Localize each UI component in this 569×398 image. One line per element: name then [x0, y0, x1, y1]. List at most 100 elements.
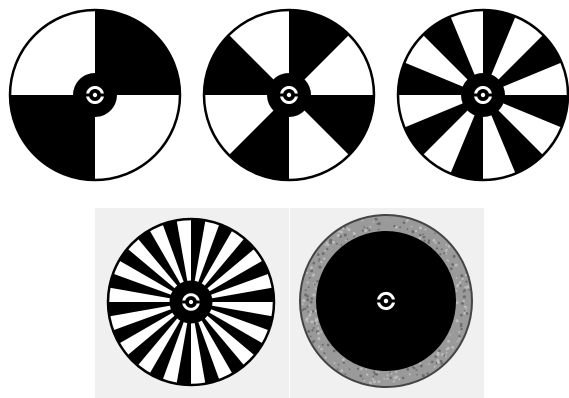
- rim-speck: [378, 229, 380, 231]
- rim-speck: [317, 253, 320, 256]
- rim-speck: [310, 269, 313, 272]
- rim-speck: [443, 252, 445, 254]
- rim-speck: [460, 328, 462, 330]
- ring-gap: [86, 94, 90, 97]
- rim-speck: [320, 331, 322, 333]
- rim-speck: [312, 293, 315, 296]
- rim-speck: [311, 320, 314, 323]
- rim-speck: [362, 229, 364, 231]
- rim-speck: [458, 338, 460, 340]
- rim-speck: [326, 248, 328, 250]
- rim-speck: [448, 245, 451, 248]
- rim-speck: [308, 286, 310, 288]
- rim-speck: [345, 239, 347, 241]
- rim-speck: [463, 312, 466, 315]
- rim-speck: [462, 300, 464, 302]
- rim-speck: [406, 219, 408, 221]
- ring-gap: [294, 94, 298, 97]
- rim-speck: [461, 302, 464, 305]
- rim-speck: [367, 227, 369, 229]
- rim-speck: [303, 308, 305, 310]
- rim-speck: [312, 274, 315, 277]
- rim-speck: [307, 321, 309, 323]
- rim-speck: [366, 373, 368, 375]
- rim-speck: [342, 358, 345, 361]
- rim-speck: [333, 362, 335, 364]
- rim-speck: [341, 244, 343, 246]
- rim-speck: [368, 229, 370, 231]
- rim-speck: [361, 220, 363, 222]
- rim-speck: [304, 293, 307, 296]
- rim-speck: [466, 312, 469, 315]
- rim-speck: [447, 347, 450, 350]
- center-dot: [481, 93, 485, 97]
- rim-speck: [426, 372, 429, 375]
- rim-speck: [327, 244, 329, 246]
- rim-speck: [344, 234, 347, 237]
- rim-speck: [322, 252, 325, 255]
- rim-speck: [338, 364, 340, 366]
- rim-speck: [373, 380, 376, 383]
- rim-speck: [438, 242, 440, 244]
- disc-8-sectors: [202, 8, 376, 182]
- rim-speck: [338, 231, 340, 233]
- rim-speck: [460, 325, 462, 327]
- rim-speck: [463, 295, 466, 298]
- ring-gap: [488, 94, 492, 97]
- rim-speck: [428, 363, 430, 365]
- rim-speck: [387, 374, 389, 376]
- rim-speck: [419, 226, 422, 229]
- rim-speck: [369, 226, 371, 228]
- rim-speck: [406, 368, 409, 371]
- rim-speck: [353, 236, 355, 238]
- rim-speck: [357, 368, 359, 370]
- ring-gap: [100, 94, 104, 97]
- rim-speck: [465, 274, 467, 276]
- rim-speck: [309, 277, 311, 279]
- rim-speck: [456, 277, 458, 279]
- rim-speck: [455, 264, 458, 267]
- rim-speck: [318, 266, 321, 269]
- rim-speck: [451, 346, 454, 349]
- rim-speck: [436, 359, 439, 362]
- rim-speck: [310, 336, 312, 338]
- ring-gap: [196, 301, 200, 304]
- rim-speck: [318, 338, 320, 340]
- rim-speck: [315, 288, 317, 290]
- rim-speck: [449, 334, 451, 336]
- rim-speck: [420, 365, 423, 368]
- rim-speck: [309, 305, 311, 307]
- rim-speck: [329, 241, 332, 244]
- rim-speck: [345, 373, 347, 375]
- rim-speck: [318, 346, 320, 348]
- rim-speck: [393, 380, 395, 382]
- rim-speck: [422, 374, 425, 377]
- rim-speck: [349, 368, 351, 370]
- rim-speck: [309, 313, 312, 316]
- rim-speck: [456, 286, 458, 288]
- rim-speck: [386, 378, 388, 380]
- rim-speck: [453, 255, 456, 258]
- ring-gap: [377, 299, 381, 302]
- rim-speck: [433, 239, 436, 242]
- rim-speck: [422, 234, 424, 236]
- rim-speck: [311, 329, 313, 331]
- rim-speck: [363, 226, 365, 228]
- ring-gap: [474, 94, 478, 97]
- rim-speck: [348, 228, 351, 231]
- rim-speck: [313, 327, 315, 329]
- rim-speck: [373, 221, 375, 223]
- rim-speck: [464, 305, 467, 308]
- rim-speck: [394, 376, 397, 379]
- center-dot: [189, 300, 193, 304]
- center-dot: [384, 299, 388, 303]
- rim-speck: [323, 352, 325, 354]
- rim-speck: [315, 318, 318, 321]
- ring-gap: [391, 299, 395, 302]
- rim-speck: [413, 367, 415, 369]
- rim-speck: [375, 218, 378, 221]
- rim-speck: [445, 250, 447, 252]
- rim-speck: [326, 242, 328, 244]
- rim-speck: [372, 378, 374, 380]
- rim-speck: [336, 243, 338, 245]
